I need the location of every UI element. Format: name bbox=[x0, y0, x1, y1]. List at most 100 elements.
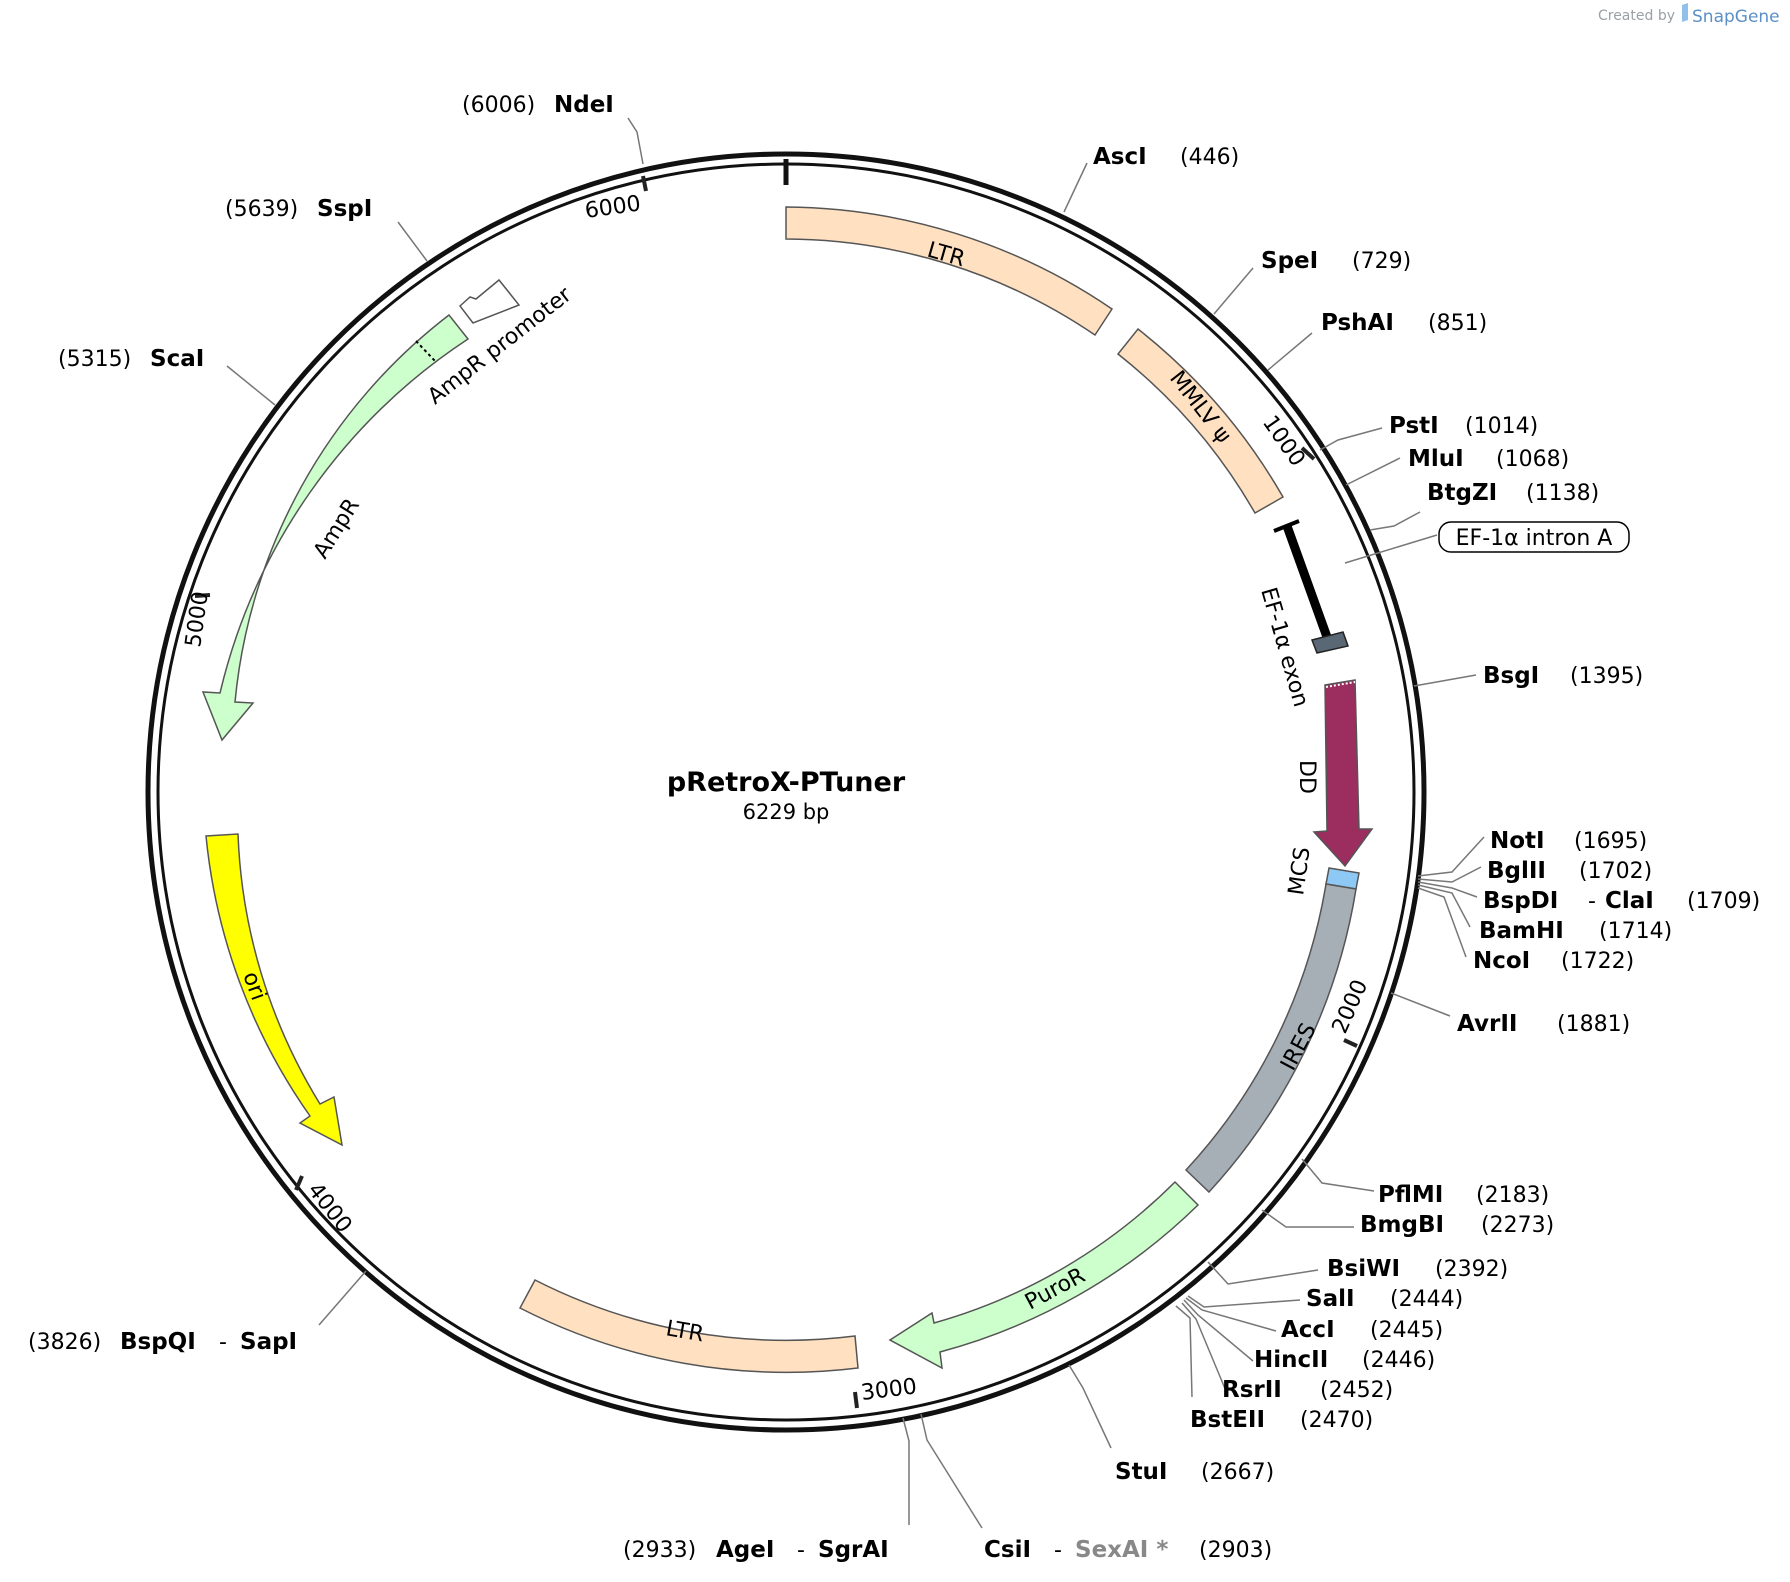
site-position: (1695) bbox=[1574, 829, 1647, 854]
ori-feature bbox=[205, 833, 343, 1147]
mmlv-psi-label: MMLV ψ bbox=[1164, 366, 1236, 448]
site-ncoi: NcoI (1722) bbox=[1473, 948, 1634, 974]
site-name: ScaI bbox=[150, 346, 204, 372]
site-name: BmgBI bbox=[1360, 1212, 1444, 1238]
backbone-outer-ring bbox=[145, 151, 1427, 1433]
site-name: MluI bbox=[1408, 446, 1464, 472]
site-position: (1395) bbox=[1570, 664, 1643, 689]
leader-bmgbi bbox=[1261, 1209, 1354, 1228]
site-name: BsiWI bbox=[1327, 1256, 1400, 1282]
dd-label: DD bbox=[1294, 760, 1319, 794]
backbone bbox=[145, 151, 1427, 1433]
leader-stui bbox=[1068, 1364, 1112, 1449]
mcs-label: MCS bbox=[1284, 846, 1315, 897]
ampr-dotted-marker bbox=[415, 340, 436, 362]
site-name: BstEII bbox=[1190, 1407, 1265, 1433]
site-position: (5315) bbox=[58, 347, 131, 372]
tick-label-5000: 5000 bbox=[181, 590, 214, 649]
site-csii-sexai: CsiI - SexAI * (2903) bbox=[984, 1537, 1272, 1563]
site-position: (851) bbox=[1428, 311, 1487, 336]
leader-btgzi bbox=[1369, 511, 1421, 531]
site-stui: StuI (2667) bbox=[1115, 1459, 1274, 1485]
site-name: NotI bbox=[1490, 828, 1545, 854]
tick-label-4000: 4000 bbox=[302, 1178, 356, 1238]
tick-label-3000: 3000 bbox=[860, 1374, 919, 1406]
site-name: AscI bbox=[1093, 144, 1147, 170]
leader-acci bbox=[1185, 1297, 1277, 1332]
site-name-2: SexAI * bbox=[1075, 1537, 1168, 1563]
leader-avrii bbox=[1390, 992, 1451, 1017]
site-hincii: HincII (2446) bbox=[1254, 1347, 1435, 1373]
tick-mark-4000 bbox=[294, 1175, 304, 1191]
site-agei-sgrai: (2933) AgeI - SgrAI bbox=[623, 1537, 889, 1563]
plasmid-title: pRetroX-PTuner 6229 bp bbox=[667, 767, 906, 824]
site-mlui: MluI (1068) bbox=[1408, 446, 1569, 472]
site-name: HincII bbox=[1254, 1347, 1328, 1373]
leader-bsgi bbox=[1413, 674, 1477, 687]
site-separator: - bbox=[797, 1538, 805, 1563]
leader-ncoi bbox=[1417, 887, 1467, 958]
site-btgzi: BtgZI (1138) bbox=[1427, 480, 1599, 506]
tick-mark-1000 bbox=[1300, 446, 1316, 461]
site-position: (2444) bbox=[1390, 1287, 1463, 1312]
site-bspqi-sapi: (3826) BspQI - SapI bbox=[28, 1329, 297, 1355]
site-position: (1709) bbox=[1687, 889, 1760, 914]
site-position: (2933) bbox=[623, 1538, 696, 1563]
site-position: (2445) bbox=[1370, 1318, 1443, 1343]
site-bsgi: BsgI (1395) bbox=[1483, 663, 1643, 689]
leader-ef1a-intron bbox=[1344, 534, 1438, 564]
site-position: (3826) bbox=[28, 1330, 101, 1355]
site-name: BtgZI bbox=[1427, 480, 1497, 506]
ampr-label: AmpR bbox=[309, 494, 365, 563]
site-name: PstI bbox=[1389, 413, 1439, 439]
callout-box bbox=[1438, 521, 1630, 553]
leader-sspi bbox=[397, 221, 428, 262]
site-noti: NotI (1695) bbox=[1490, 828, 1647, 854]
site-position: (1068) bbox=[1496, 447, 1569, 472]
leader-rsrii bbox=[1181, 1302, 1227, 1392]
tick-mark-2000 bbox=[1343, 1038, 1358, 1048]
mmlv-psi-feature bbox=[1116, 327, 1285, 515]
leader-csii bbox=[920, 1413, 983, 1529]
snapgene-credit: Created by SnapGene bbox=[1598, 3, 1780, 27]
site-sali: SalI (2444) bbox=[1306, 1286, 1463, 1312]
leader-bspqi bbox=[318, 1270, 367, 1326]
site-position: (446) bbox=[1180, 145, 1239, 170]
site-bmgbi: BmgBI (2273) bbox=[1360, 1212, 1554, 1238]
site-rsrii: RsrII (2452) bbox=[1222, 1377, 1393, 1403]
site-position: (5639) bbox=[225, 197, 298, 222]
site-separator: - bbox=[1054, 1538, 1062, 1563]
site-position: (2903) bbox=[1199, 1538, 1272, 1563]
ampr-feature bbox=[201, 313, 470, 742]
tick-mark-3000 bbox=[853, 1391, 859, 1409]
site-psti: PstI (1014) bbox=[1389, 413, 1538, 439]
site-name: BspDI bbox=[1483, 888, 1558, 914]
site-name: RsrII bbox=[1222, 1377, 1282, 1403]
ef1a-intron-feature bbox=[1282, 524, 1332, 639]
site-bspdi-clai: BspDI - ClaI (1709) bbox=[1483, 888, 1760, 914]
site-position: (6006) bbox=[462, 93, 535, 118]
tick-mark-6000 bbox=[641, 175, 648, 192]
ef1a-intron-callout: EF-1α intron A bbox=[1438, 521, 1630, 553]
leader-bspdi bbox=[1417, 881, 1478, 898]
site-name: PflMI bbox=[1378, 1182, 1443, 1208]
leader-hincii bbox=[1183, 1299, 1254, 1362]
puror-feature bbox=[888, 1180, 1200, 1370]
site-name: AccI bbox=[1281, 1317, 1335, 1343]
site-separator: - bbox=[1588, 889, 1596, 914]
site-bsiwi: BsiWI (2392) bbox=[1327, 1256, 1508, 1282]
site-ndei: (6006) NdeI bbox=[462, 92, 614, 118]
site-name: AgeI bbox=[716, 1537, 774, 1563]
site-acci: AccI (2445) bbox=[1281, 1317, 1443, 1343]
site-name-2: SgrAI bbox=[818, 1537, 889, 1563]
leader-pflmi bbox=[1301, 1158, 1375, 1192]
leader-bsteii bbox=[1175, 1305, 1193, 1398]
site-name: AvrII bbox=[1457, 1011, 1517, 1037]
site-sspi: (5639) SspI bbox=[225, 196, 372, 222]
restriction-sites: (6006) NdeI (5639) SspI (5315) ScaI AscI… bbox=[28, 92, 1760, 1563]
plasmid-size: 6229 bp bbox=[743, 800, 830, 824]
site-position: (2667) bbox=[1201, 1460, 1274, 1485]
ef1a-exon-label: EF-1α exon bbox=[1255, 585, 1313, 710]
leader-bglii bbox=[1417, 866, 1482, 883]
